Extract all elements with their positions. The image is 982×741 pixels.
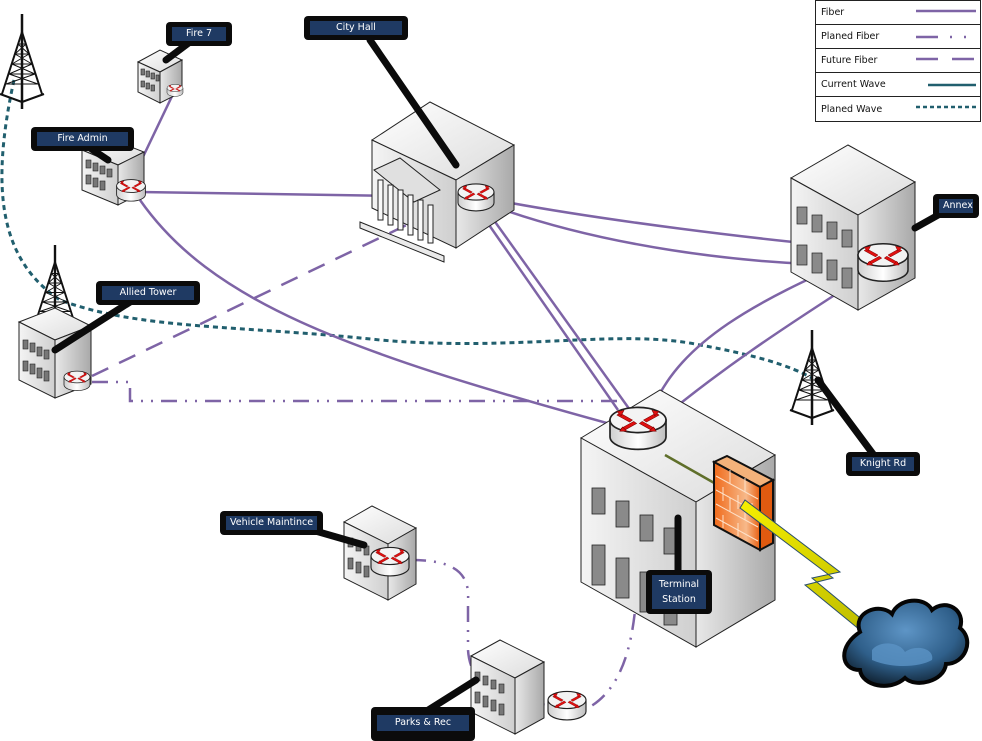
vehicle-maintenance-building-icon [342,505,418,601]
annex-building-icon [789,144,917,311]
label-city-hall[interactable]: City Hall [304,16,408,40]
link-router-firewall[interactable] [664,453,717,486]
label-allied-tower-text: Allied Tower [102,286,194,300]
label-knight-rd[interactable]: Knight Rd [846,452,920,476]
label-fire7-text: Fire 7 [172,27,226,41]
allied-tower-building-icon [17,243,93,399]
legend-swatch-planed-wave [916,105,976,109]
label-terminal-station[interactable]: Terminal Station [646,570,712,614]
legend-label: Planed Wave [821,103,883,115]
city-hall-building-icon [359,101,516,263]
label-parks-rec-text: Parks & Rec [377,715,469,731]
label-terminal-station-line2: Station [662,594,696,605]
link-fiber-fireadmin-terminal[interactable] [138,199,615,427]
label-annex-text: Annex [939,199,973,213]
label-annex[interactable]: Annex [933,194,979,218]
legend-swatch-fiber [916,9,976,12]
label-vehicle-maintenance-text: Vehicle Maintince [226,516,317,530]
legend-swatch-current-wave [928,83,976,86]
label-fire7[interactable]: Fire 7 [166,22,232,46]
label-fire-admin-text: Fire Admin [37,132,128,146]
legend-row-current-wave: Current Wave [816,73,980,97]
firewall-icon [711,454,776,552]
legend-swatch-future-fiber [916,57,976,60]
label-fire-admin[interactable]: Fire Admin [31,127,134,151]
remote-tower-icon [0,12,46,111]
label-city-hall-text: City Hall [310,21,402,35]
label-parks-rec[interactable]: Parks & Rec [371,707,475,741]
legend-label: Current Wave [821,79,886,90]
legend-row-planed-fiber: Planed Fiber [816,25,980,49]
link-fiber-cityhall-terminal-2[interactable] [486,211,632,411]
legend-label: Planed Fiber [821,31,880,42]
label-terminal-station-line1: Terminal [658,579,700,590]
legend-row-future-fiber: Future Fiber [816,49,980,73]
legend-swatch-planed-fiber [916,35,976,38]
internet-cloud-icon [842,598,970,688]
label-knight-rd-text: Knight Rd [852,457,914,471]
legend-row-planed-wave: Planed Wave [816,97,980,121]
link-future-fiber-allied-cityhall[interactable] [91,206,443,378]
knight-rd-tower-icon [788,328,836,427]
legend-label: Fiber [821,7,845,18]
legend-row-fiber: Fiber [816,1,980,25]
link-planed-fiber-allied-terminal[interactable] [92,380,618,403]
fire7-building-icon [136,49,184,104]
parks-rec-building-icon [469,639,587,735]
link-planed-fiber-terminal-parksrec[interactable] [587,438,638,710]
label-allied-tower[interactable]: Allied Tower [96,281,200,305]
label-vehicle-maintenance[interactable]: Vehicle Maintince [220,511,323,535]
legend: Fiber Planed Fiber Future Fiber Current … [815,0,981,122]
legend-label: Future Fiber [821,55,878,66]
link-fiber-annex-terminal-2[interactable] [659,278,859,421]
link-fiber-cityhall-terminal-1[interactable] [478,211,620,411]
